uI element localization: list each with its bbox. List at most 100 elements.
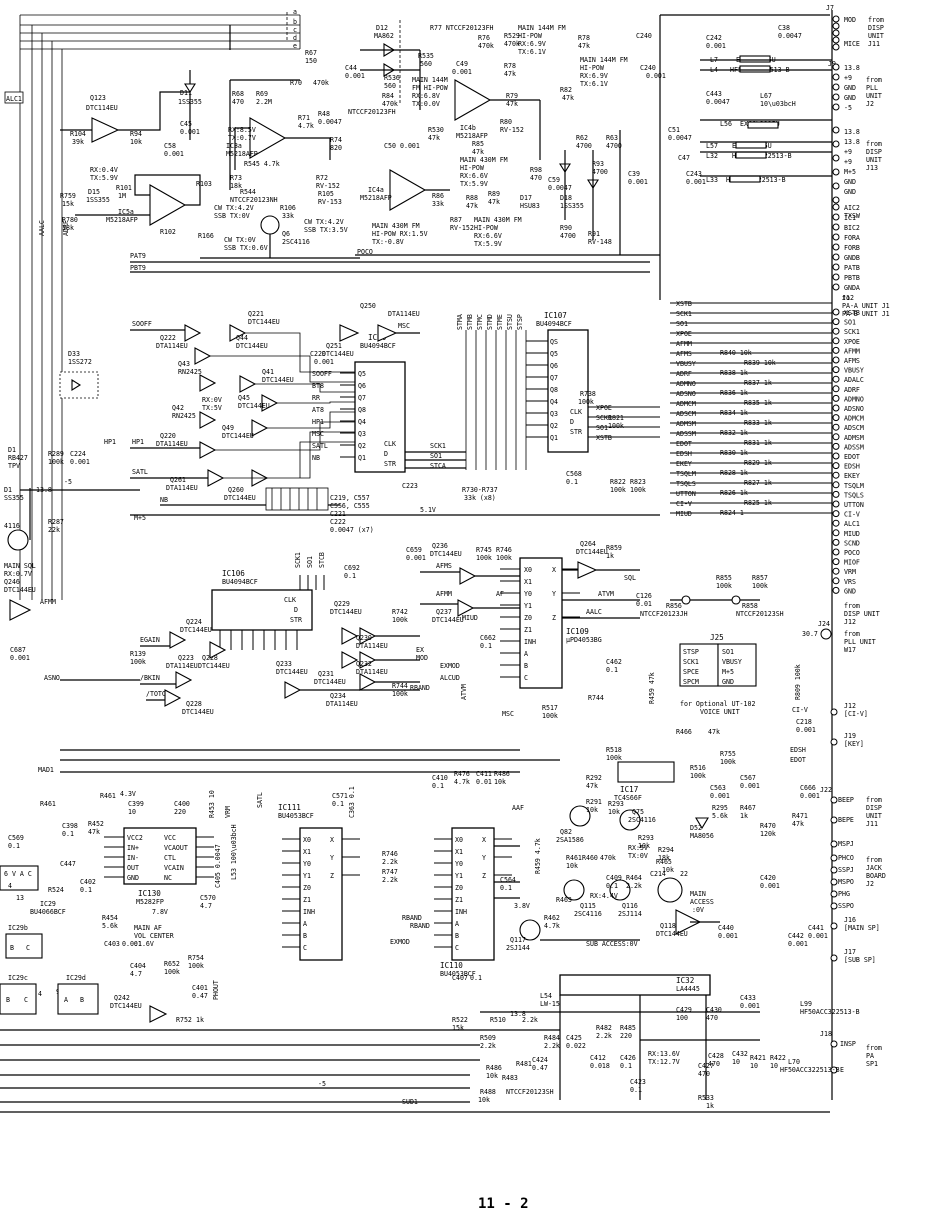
- svg-text:R293: R293: [608, 800, 624, 808]
- svg-text:from: from: [866, 1044, 882, 1052]
- svg-text:100k: 100k: [542, 712, 558, 720]
- right-signal-label: XSTB: [676, 300, 692, 308]
- svg-text:DISP: DISP: [866, 148, 882, 156]
- svg-text:MSPJ: MSPJ: [838, 840, 854, 848]
- svg-text:470k: 470k: [313, 79, 329, 87]
- svg-text:1SS355: 1SS355: [560, 202, 584, 210]
- svg-text:UNIT: UNIT: [866, 156, 882, 164]
- svg-text:C563: C563: [710, 784, 726, 792]
- svg-text:R73: R73: [230, 174, 242, 182]
- right-resistor-label: R831 1k: [744, 439, 772, 447]
- svg-text:2SJ114: 2SJ114: [618, 910, 642, 918]
- ic110-pin: C: [455, 944, 459, 952]
- svg-text:TX:5.9V: TX:5.9V: [474, 240, 502, 248]
- svg-text:from: from: [866, 76, 882, 84]
- svg-text:C401: C401: [192, 984, 208, 992]
- ic110-pin: Y1: [455, 872, 463, 880]
- right-signal-label: AFMS: [676, 350, 692, 358]
- right-resistor-label: R825 1k: [744, 499, 772, 507]
- svg-text:C429: C429: [676, 1006, 692, 1014]
- svg-text:1k: 1k: [706, 1102, 714, 1110]
- jack-pin: [830, 954, 838, 962]
- svg-text:Q246: Q246: [4, 578, 20, 586]
- j13-pin: [832, 168, 840, 176]
- svg-text:POCO: POCO: [357, 248, 373, 256]
- svg-text:0.0047 (x7): 0.0047 (x7): [330, 526, 374, 534]
- svg-text:R516: R516: [690, 764, 706, 772]
- ic110-pin: Z1: [455, 896, 463, 904]
- svg-text:3.8V: 3.8V: [514, 902, 530, 910]
- svg-text:BEEP: BEEP: [838, 796, 854, 804]
- svg-text:R69: R69: [256, 90, 268, 98]
- svg-text:10: 10: [770, 1062, 778, 1070]
- svg-text:Q41: Q41: [262, 368, 274, 376]
- svg-text:BU4066BCF: BU4066BCF: [30, 908, 66, 916]
- svg-text:DISP UNIT: DISP UNIT: [844, 610, 880, 618]
- ic106-ref: IC106: [222, 569, 245, 578]
- ic10-net-label: MSC: [312, 430, 324, 438]
- svg-text:SSPJ: SSPJ: [838, 866, 854, 874]
- j11-pin: [832, 273, 840, 281]
- svg-text:DTC144EU: DTC144EU: [180, 626, 212, 634]
- j12-pin: [832, 433, 840, 441]
- svg-text:470: 470: [530, 174, 542, 182]
- svg-text:STCA: STCA: [430, 462, 446, 470]
- right-resistor-label: R837 1k: [744, 379, 772, 387]
- svg-text:5.6k: 5.6k: [712, 812, 728, 820]
- ic107-bus-label: STMA: [456, 314, 464, 330]
- svg-text:0.001: 0.001: [122, 940, 142, 948]
- svg-text:C571: C571: [332, 792, 348, 800]
- svg-text:4: 4: [8, 882, 12, 890]
- svg-text:10\u03bcH: 10\u03bcH: [760, 100, 796, 108]
- svg-text:7.8V: 7.8V: [152, 908, 168, 916]
- svg-text:0.1: 0.1: [8, 842, 20, 850]
- right-signal-label: ADMCM: [676, 400, 696, 408]
- svg-text:4: 4: [38, 990, 42, 998]
- svg-text:DTC144EU: DTC144EU: [330, 608, 362, 616]
- svg-text:/TOTC: /TOTC: [146, 690, 166, 698]
- svg-text:R524: R524: [48, 886, 64, 894]
- svg-text:R295: R295: [712, 804, 728, 812]
- j12-pin-label: ADMCM: [844, 415, 864, 423]
- svg-text:MAIN: MAIN: [690, 890, 706, 898]
- svg-text:0.1: 0.1: [620, 1062, 632, 1070]
- svg-text:DISP: DISP: [866, 804, 882, 812]
- svg-text:J24: J24: [818, 620, 830, 628]
- ic107-pin: CLK: [570, 408, 582, 416]
- svg-text:0.001: 0.001: [808, 932, 828, 940]
- svg-text:R463: R463: [556, 896, 572, 904]
- svg-text:DTA114EU: DTA114EU: [326, 700, 358, 708]
- j25-pin-label: SO1: [722, 648, 734, 656]
- svg-text:MA862: MA862: [374, 32, 394, 40]
- svg-text:C462: C462: [606, 658, 622, 666]
- j9-pin: [832, 73, 840, 81]
- svg-text:DTA114EU: DTA114EU: [356, 668, 388, 676]
- ic111-part: BU4053BCF: [278, 812, 314, 820]
- ic10-net-label: NB: [312, 454, 320, 462]
- right-signal-label: ADSCM: [676, 410, 696, 418]
- svg-text:ATVM: ATVM: [598, 590, 614, 598]
- svg-text:C398: C398: [62, 822, 78, 830]
- svg-text:b: b: [293, 18, 297, 26]
- svg-text:R856: R856: [666, 602, 682, 610]
- j12-pin: [832, 452, 840, 460]
- svg-text:R289: R289: [48, 450, 64, 458]
- svg-text:RX:0.7V: RX:0.7V: [4, 570, 32, 578]
- svg-text:Q251: Q251: [326, 342, 342, 350]
- svg-text:ASNO: ASNO: [44, 674, 60, 682]
- right-signal-label: EDOT: [676, 440, 692, 448]
- svg-text:R91: R91: [588, 230, 600, 238]
- svg-text:C442: C442: [788, 932, 804, 940]
- svg-text:4700: 4700: [576, 142, 592, 150]
- right-signal-label: EKEY: [676, 460, 692, 468]
- j12-pin: [832, 529, 840, 537]
- svg-text:0.001: 0.001: [760, 882, 780, 890]
- j12-pin-label: TSQLS: [844, 491, 864, 499]
- svg-text:TX:6.1V: TX:6.1V: [580, 80, 608, 88]
- svg-text:0.0047: 0.0047: [668, 134, 692, 142]
- ic107-ref: IC107: [544, 311, 567, 320]
- svg-text:J11: J11: [866, 820, 878, 828]
- svg-text:R291: R291: [586, 798, 602, 806]
- ic110-pin: X1: [455, 848, 463, 856]
- svg-text:SOOFF: SOOFF: [132, 320, 152, 328]
